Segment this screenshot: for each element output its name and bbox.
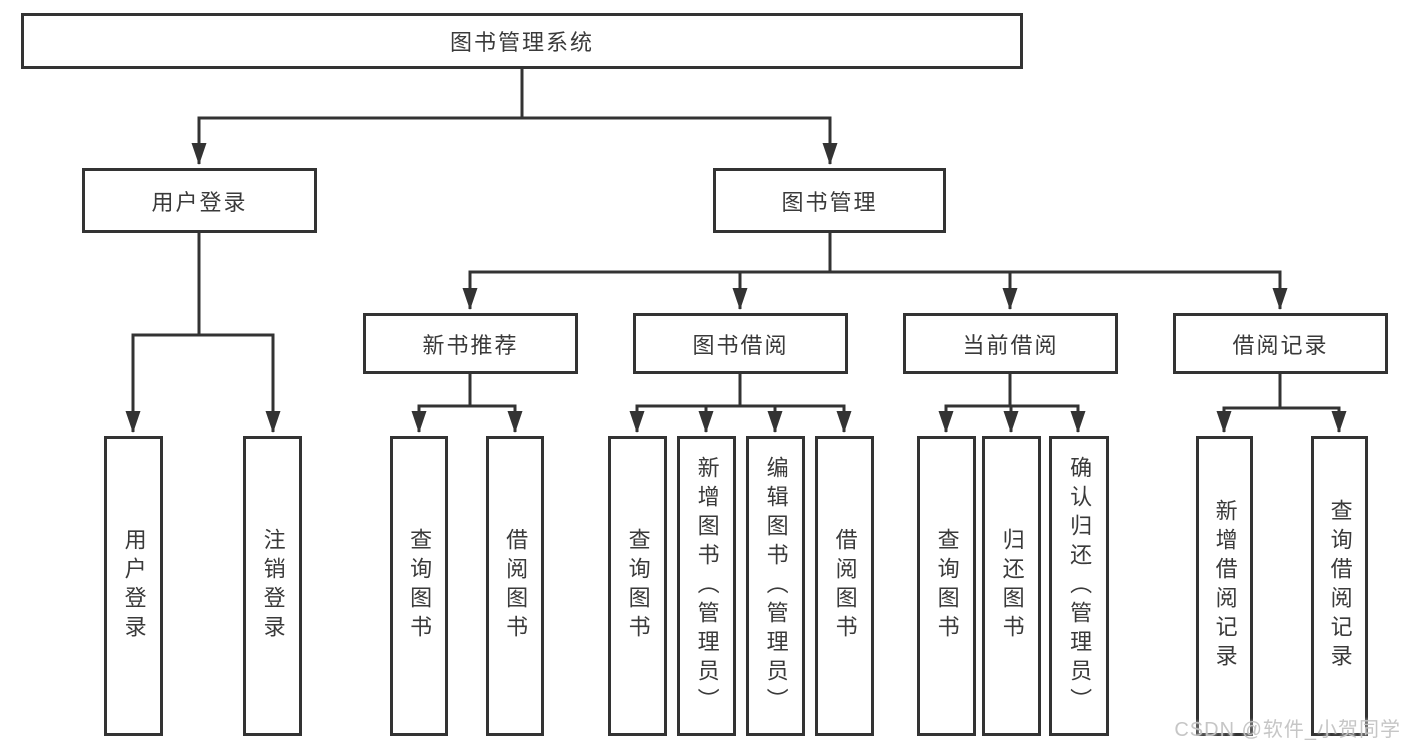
leaf-current-confirm-return: 确认归还（管理员） [1049, 436, 1109, 736]
leaf-user-login: 用户登录 [104, 436, 163, 736]
leaf-current-return-books: 归还图书 [982, 436, 1041, 736]
node-book-borrowing: 图书借阅 [633, 313, 848, 374]
node-new-book-recommend: 新书推荐 [363, 313, 578, 374]
leaf-borrowing-add-books: 新增图书（管理员） [677, 436, 736, 736]
leaf-current-query-books-label: 查询图书 [934, 528, 960, 644]
leaf-records-query-record-label: 查询借阅记录 [1327, 499, 1353, 673]
watermark: CSDN @软件_小贺同学 [1174, 719, 1401, 741]
leaf-records-add-record-label: 新增借阅记录 [1212, 499, 1238, 673]
leaf-records-add-record: 新增借阅记录 [1196, 436, 1253, 736]
leaf-current-confirm-return-label: 确认归还（管理员） [1067, 455, 1093, 717]
leaf-borrowing-borrow-books: 借阅图书 [815, 436, 874, 736]
leaf-borrowing-borrow-books-label: 借阅图书 [832, 528, 858, 644]
node-library-system: 图书管理系统 [21, 13, 1023, 69]
leaf-current-query-books: 查询图书 [917, 436, 976, 736]
leaf-borrowing-edit-books-label: 编辑图书（管理员） [763, 455, 789, 717]
leaf-current-return-books-label: 归还图书 [999, 528, 1025, 644]
leaf-user-login-label: 用户登录 [121, 528, 147, 644]
leaf-recommend-query-books: 查询图书 [390, 436, 448, 736]
leaf-borrowing-edit-books: 编辑图书（管理员） [746, 436, 805, 736]
leaf-logout-label: 注销登录 [260, 528, 286, 644]
node-borrowing-records: 借阅记录 [1173, 313, 1388, 374]
leaf-borrowing-add-books-label: 新增图书（管理员） [694, 455, 720, 717]
leaf-recommend-query-books-label: 查询图书 [407, 528, 433, 644]
node-user-login: 用户登录 [82, 168, 317, 233]
node-book-management: 图书管理 [713, 168, 946, 233]
leaf-logout: 注销登录 [243, 436, 302, 736]
leaf-records-query-record: 查询借阅记录 [1311, 436, 1368, 736]
leaf-recommend-borrow-books-label: 借阅图书 [503, 528, 529, 644]
node-current-borrowing: 当前借阅 [903, 313, 1118, 374]
leaf-borrowing-query-books-label: 查询图书 [625, 528, 651, 644]
leaf-recommend-borrow-books: 借阅图书 [486, 436, 544, 736]
leaf-borrowing-query-books: 查询图书 [608, 436, 667, 736]
